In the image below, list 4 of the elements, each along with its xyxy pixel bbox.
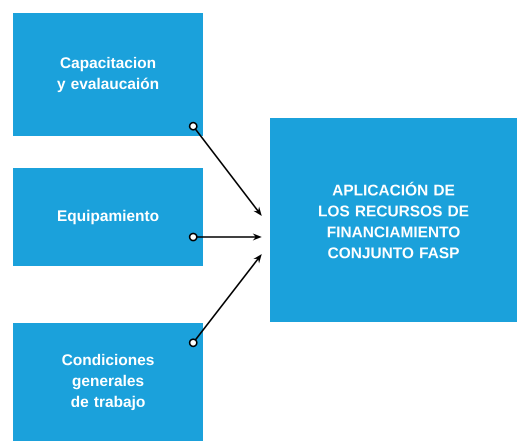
process-box: Condiciones generales de trabajo [13,323,203,441]
process-box: Equipamiento [13,168,203,266]
process-box: Capacitacion y evalaucaión [13,13,203,136]
process-box: APLICACIÓN DE LOS RECURSOS DE FINANCIAMIENTO CONJUNTO FASP [270,118,517,322]
